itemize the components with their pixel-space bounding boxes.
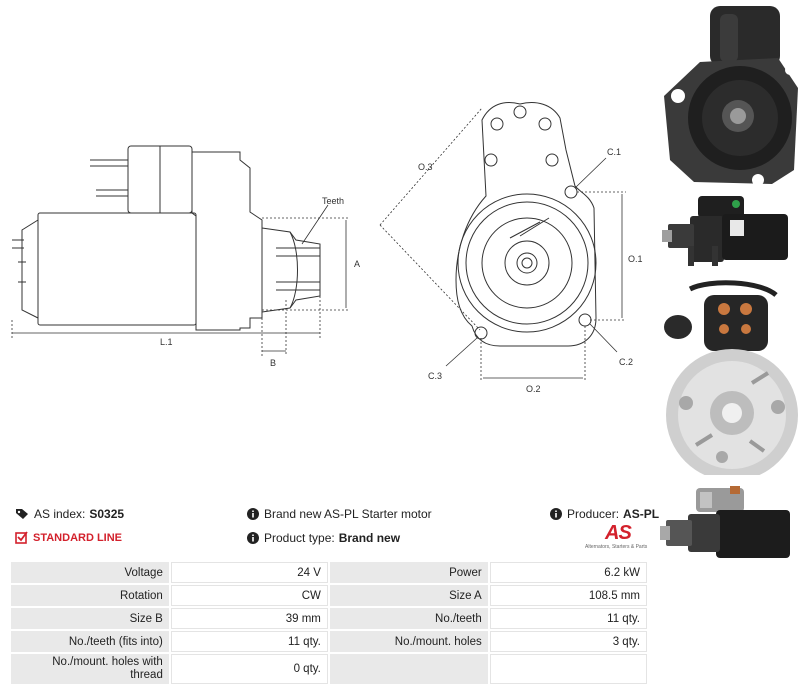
spec-key: No./teeth: [329, 608, 488, 629]
spec-value: 6.2 kW: [489, 562, 647, 583]
o2-label: O.2: [526, 384, 541, 394]
standard-line-label: STANDARD LINE: [33, 531, 123, 544]
side-photo: [662, 196, 788, 266]
teeth-label: Teeth: [322, 196, 344, 206]
motor-body-outline: [37, 212, 197, 326]
o1-label: O.1: [628, 254, 643, 264]
c3-label: C.3: [428, 371, 442, 381]
product-type-row: Product type: Brand new: [247, 531, 400, 545]
drive-housing-outline: [191, 151, 263, 331]
logo-mark: AS: [605, 522, 632, 544]
size-a-label: A: [354, 259, 360, 269]
c2-label: C.2: [619, 357, 633, 367]
front-photo: [664, 6, 798, 185]
product-photos: [660, 0, 800, 570]
producer-row: Producer: AS-PL: [550, 507, 659, 521]
spec-value: 3 qty.: [489, 631, 647, 652]
line-row: STANDARD LINE: [15, 531, 122, 544]
as-pl-logo: AS Alternators, Starters & Parts: [585, 522, 651, 552]
mount-hole-c3: [474, 326, 488, 340]
flange-outline: [455, 102, 597, 347]
front-face-circle: [457, 193, 597, 333]
o3-label: O.3: [418, 162, 433, 172]
length-l1-label: L.1: [160, 337, 173, 347]
spec-value: 11 qty.: [170, 631, 328, 652]
spec-key: Power: [329, 562, 488, 583]
logo-tagline: Alternators, Starters & Parts: [585, 544, 648, 550]
spec-key: Voltage: [11, 562, 169, 583]
side-photo-2: [660, 486, 790, 558]
spec-value: 11 qty.: [489, 608, 647, 629]
pinion-outline: [261, 227, 321, 313]
table-row: Voltage 24 V Power 6.2 kW: [11, 562, 647, 583]
table-row: No./teeth (fits into) 11 qty. No./mount.…: [11, 631, 647, 652]
as-index-value: S0325: [89, 507, 125, 521]
technical-drawing: Teeth A B L.1: [11, 102, 643, 394]
spec-value: 108.5 mm: [489, 585, 647, 606]
info-icon: [550, 508, 562, 520]
mount-hole-c2: [578, 313, 592, 327]
producer-value: AS-PL: [623, 507, 660, 521]
producer-label: Producer:: [567, 507, 620, 521]
spec-key: [329, 654, 488, 684]
description-text: Brand new AS-PL Starter motor: [264, 507, 432, 521]
spec-key: Size A: [329, 585, 488, 606]
spec-key: Rotation: [11, 585, 169, 606]
as-index-label: AS index:: [34, 507, 86, 521]
table-row: No./mount. holes with thread 0 qty.: [11, 654, 647, 684]
rear-photo: [664, 280, 798, 475]
as-index-row: AS index: S0325: [15, 507, 124, 521]
description-row: Brand new AS-PL Starter motor: [247, 507, 432, 521]
spec-value: 0 qty.: [170, 654, 328, 684]
check-box-icon: [15, 531, 28, 544]
tag-icon: [16, 509, 28, 519]
specs-table: Voltage 24 V Power 6.2 kW Rotation CW Si…: [9, 560, 649, 686]
c1-label: C.1: [607, 147, 621, 157]
spec-key: No./mount. holes: [329, 631, 488, 652]
spec-value: 39 mm: [170, 608, 328, 629]
table-row: Size B 39 mm No./teeth 11 qty.: [11, 608, 647, 629]
dimension-drawing-svg: Teeth A B L.1: [11, 102, 643, 394]
spec-value: [489, 654, 647, 684]
product-type-value: Brand new: [338, 531, 401, 545]
size-b-label: B: [270, 358, 276, 368]
spec-key: Size B: [11, 608, 169, 629]
info-icon: [247, 508, 259, 520]
info-icon: [247, 532, 259, 544]
spec-key: No./teeth (fits into): [11, 631, 169, 652]
table-row: Rotation CW Size A 108.5 mm: [11, 585, 647, 606]
spec-key: No./mount. holes with thread: [11, 654, 169, 684]
spec-value: CW: [170, 585, 328, 606]
product-type-label: Product type:: [264, 531, 335, 545]
spec-value: 24 V: [170, 562, 328, 583]
